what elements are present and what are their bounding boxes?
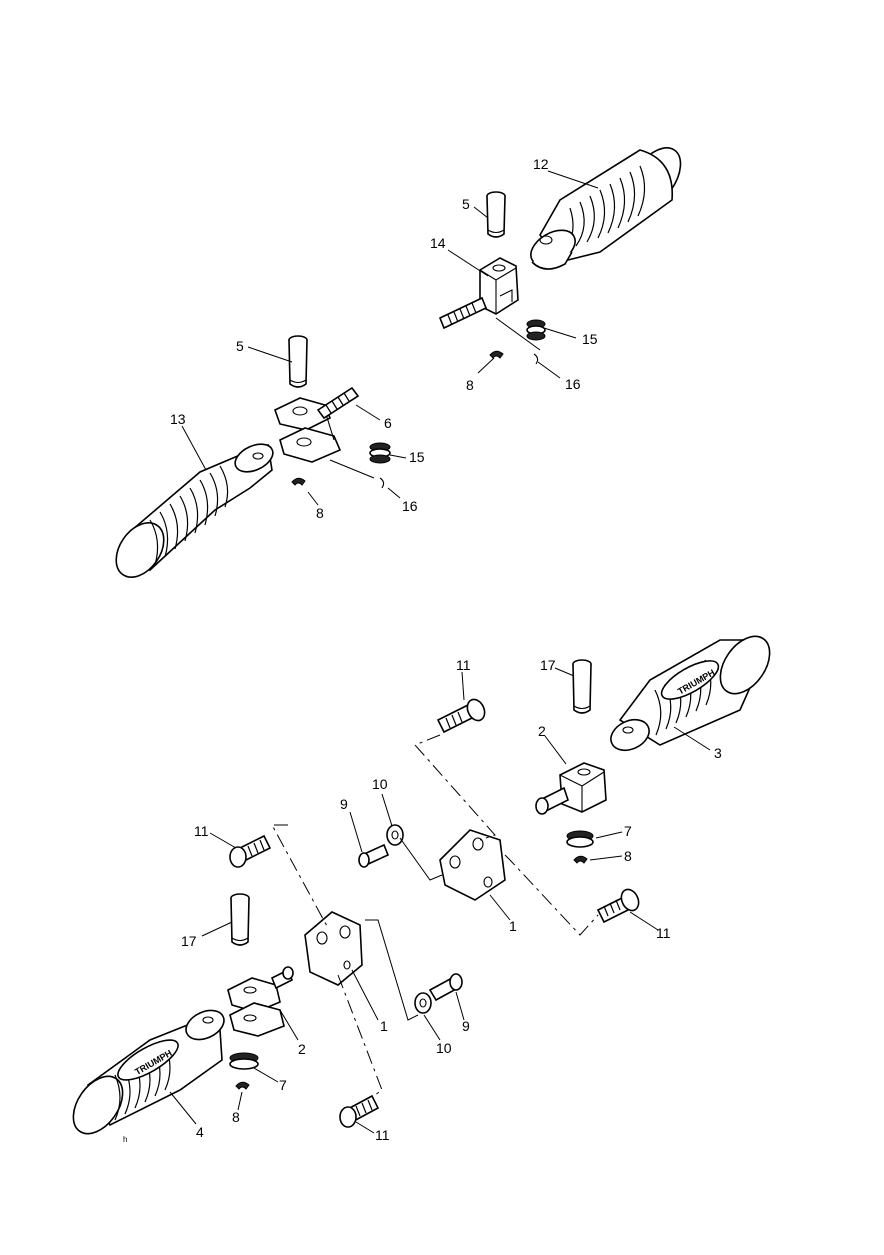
- mounting-plate-1-right: [439, 829, 506, 901]
- callout-17-right: 17: [540, 657, 556, 673]
- clip-8-right: [573, 855, 588, 864]
- callout-2-left: 2: [298, 1041, 306, 1057]
- bolt-11-top: [436, 698, 486, 734]
- split-pin-16-middle: [379, 477, 385, 489]
- callout-11-left: 11: [194, 823, 209, 839]
- callout-8-upper: 8: [466, 377, 474, 393]
- callout-15-middle: 15: [409, 449, 425, 465]
- callout-7-right: 7: [624, 823, 632, 839]
- corner-mark: h: [123, 1135, 127, 1144]
- clevis-pin-17-right: [572, 659, 592, 714]
- bolt-11-right-lower: [596, 888, 640, 924]
- spring-15-middle: [369, 442, 391, 464]
- clevis-pin-5-middle: [288, 335, 308, 388]
- callout-8-right: 8: [624, 848, 632, 864]
- callout-12: 12: [533, 156, 549, 172]
- bolt-11-bottom: [339, 1094, 380, 1128]
- assembly-lines: [271, 734, 599, 1096]
- footrest-rubber-12: [530, 147, 682, 270]
- callout-16-upper: 16: [565, 376, 581, 392]
- washer-10-right: [386, 824, 404, 846]
- split-pin-16-upper: [533, 353, 539, 365]
- footrest-rubber-3: TRIUMPH: [610, 635, 771, 752]
- callout-16-middle: 16: [402, 498, 418, 514]
- callout-3: 3: [714, 745, 722, 761]
- footrest-hanger-2-left: [227, 966, 294, 1037]
- callout-8-left: 8: [232, 1109, 240, 1125]
- clip-8-upper: [489, 350, 504, 359]
- callout-11-top: 11: [456, 657, 471, 673]
- callout-11-right-lower: 11: [656, 925, 671, 941]
- callout-5-upper: 5: [462, 196, 470, 212]
- footrest-rubber-4: TRIUMPH: [72, 1009, 225, 1135]
- callout-9-left: 9: [462, 1018, 470, 1034]
- bolt-9-left: [428, 973, 463, 1002]
- callout-10-left: 10: [436, 1040, 452, 1056]
- callout-7-left: 7: [279, 1077, 287, 1093]
- footrest-rubber-13: [115, 443, 274, 578]
- spring-7-left: [229, 1052, 259, 1070]
- footrest-hanger-2-right: [535, 762, 607, 815]
- callout-1-right: 1: [509, 918, 517, 934]
- clip-8-middle: [291, 477, 306, 486]
- mounting-plate-1-left: [304, 911, 363, 986]
- callout-2-right: 2: [538, 723, 546, 739]
- callout-1-left: 1: [380, 1018, 388, 1034]
- callout-17-left: 17: [181, 933, 197, 949]
- callout-9-right: 9: [340, 796, 348, 812]
- callout-5-middle: 5: [236, 338, 244, 354]
- clevis-pin-5-upper: [486, 191, 506, 238]
- spring-7-right: [566, 830, 594, 848]
- footrest-hanger-14: [438, 257, 519, 330]
- callout-8-middle: 8: [316, 505, 324, 521]
- callout-labels: 12 5 14 15 8 16 5 6 13 15 8 16 11 17 2 3…: [123, 156, 722, 1144]
- callout-14: 14: [430, 235, 446, 251]
- washer-10-left: [414, 992, 432, 1014]
- bolt-9-right: [358, 843, 390, 868]
- callout-4: 4: [196, 1124, 204, 1140]
- clevis-pin-17-left: [230, 893, 250, 946]
- leader-lines: [169, 170, 711, 1134]
- bolt-11-left: [229, 834, 272, 868]
- spring-15-upper: [526, 319, 546, 341]
- clip-8-left: [235, 1081, 250, 1090]
- callout-6: 6: [384, 415, 392, 431]
- callout-10-right: 10: [372, 776, 388, 792]
- callout-13: 13: [170, 411, 186, 427]
- callout-11-bottom: 11: [375, 1127, 390, 1143]
- footrest-hanger-6: [274, 386, 360, 463]
- callout-15-upper: 15: [582, 331, 598, 347]
